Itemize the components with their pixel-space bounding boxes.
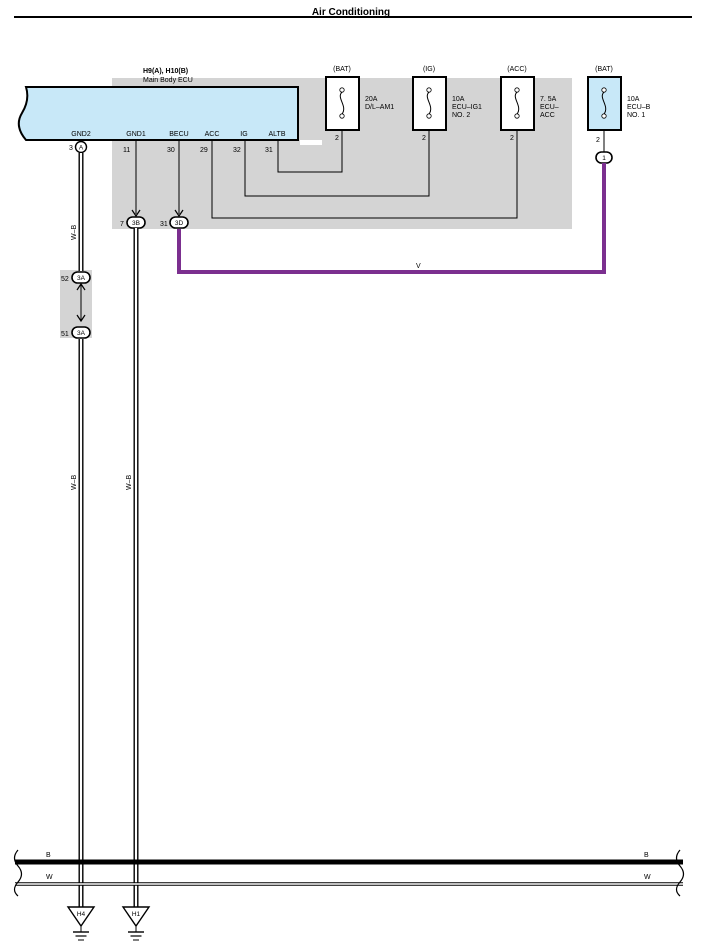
wire-color-label: W–B	[71, 225, 78, 241]
ground-label: H4	[77, 911, 86, 918]
terminal-label: BECU	[169, 131, 188, 138]
fuse-name-2: NO. 2	[452, 112, 470, 119]
bus-w: W W	[15, 874, 683, 886]
wire-color-label: V	[416, 263, 421, 270]
terminal-label: ACC	[205, 131, 220, 138]
bus-break-right	[675, 849, 685, 897]
connector-3d: 3D 31	[160, 216, 189, 229]
ground-label: H1	[132, 911, 141, 918]
fuse-name: ECU–	[540, 104, 559, 111]
pin-number: 31	[160, 221, 168, 228]
bus-break-left	[13, 849, 23, 897]
wire-color-label: W–B	[126, 475, 133, 491]
ground-h1: H1	[121, 906, 151, 941]
fuse-pin: 2	[422, 135, 426, 142]
fuse-dl-am1: (BAT) 20A D/L–AM1 2	[325, 66, 394, 145]
terminal-label: GND1	[126, 131, 146, 138]
fuse-rating: 20A	[365, 96, 378, 103]
connector-label: 3D	[175, 220, 184, 227]
junction-3a-lower: 3A 51	[61, 326, 91, 339]
pin-number: 29	[200, 147, 208, 154]
bus-label: W	[46, 874, 53, 881]
fuse-ecu-b-no1: (BAT) 10A ECU–B NO. 1 2 1	[587, 66, 651, 164]
terminal-label: IG	[240, 131, 247, 138]
pin-number: 52	[61, 276, 69, 283]
connector-label: A	[79, 145, 84, 152]
fuse-source: (ACC)	[507, 66, 526, 73]
ecu-connectors: H9(A), H10(B)	[143, 68, 188, 75]
fuse-rating: 10A	[452, 96, 465, 103]
pin-number: 3	[69, 145, 73, 152]
connector-label: 3B	[132, 220, 140, 227]
pin-number: 31	[265, 147, 273, 154]
fuse-name: ECU–IG1	[452, 104, 482, 111]
fuse-rating: 7. 5A	[540, 96, 557, 103]
fuse-name: D/L–AM1	[365, 104, 394, 111]
terminal-label: ALTB	[269, 131, 286, 138]
fuse-rating: 10A	[627, 96, 640, 103]
connector-a: A	[74, 140, 88, 154]
ecu-name: Main Body ECU	[143, 77, 193, 84]
bus-label: B	[644, 852, 649, 859]
pin-number: 51	[61, 331, 69, 338]
bus-label: W	[644, 874, 651, 881]
pin-number: 32	[233, 147, 241, 154]
connector-label: 3A	[77, 275, 86, 282]
fuse-ecu-ig1: (IG) 10A ECU–IG1 NO. 2 2	[412, 66, 482, 145]
fuse-source: (BAT)	[333, 66, 351, 73]
fuse-source: (BAT)	[595, 66, 613, 73]
wire-color-label: W–B	[71, 475, 78, 491]
connector-label: 3A	[77, 330, 86, 337]
fuse-name-2: ACC	[540, 112, 555, 119]
fuse-source: (IG)	[423, 66, 435, 73]
ground-h4: H4	[66, 906, 96, 941]
terminal-label: GND2	[71, 131, 91, 138]
connector-label: 1	[602, 155, 606, 162]
page-title: Air Conditioning	[312, 7, 390, 18]
fuse-name-2: NO. 1	[627, 112, 645, 119]
pin-number: 7	[120, 221, 124, 228]
fuse-ecu-acc: (ACC) 7. 5A ECU– ACC 2	[500, 66, 559, 145]
pin-number: 30	[167, 147, 175, 154]
fuse-name: ECU–B	[627, 104, 651, 111]
fuse-pin: 2	[335, 135, 339, 142]
pin-number: 11	[123, 147, 130, 154]
internal-wires	[211, 140, 518, 219]
main-body-ecu: H9(A), H10(B) Main Body ECU GND2 GND1 BE…	[17, 68, 299, 141]
bus-label: B	[46, 852, 51, 859]
bus-b: B B	[15, 852, 683, 865]
fuse-pin: 2	[596, 137, 600, 144]
fuse-pin: 2	[510, 135, 514, 142]
wire-violet	[177, 163, 606, 274]
